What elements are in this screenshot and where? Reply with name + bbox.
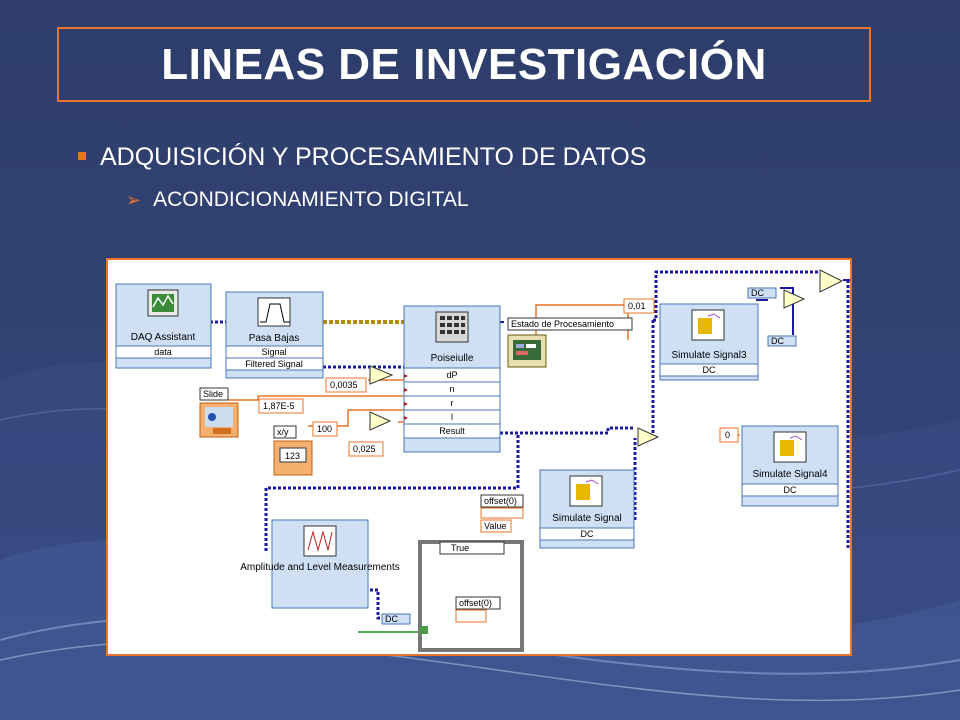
poiseuille-term-r: r [451, 398, 454, 408]
sim3-mode: DC [703, 365, 716, 375]
estado-procesamiento-indicator[interactable]: Estado de Procesamiento [507, 317, 633, 368]
square-bullet-icon [78, 152, 86, 161]
title-box: LINEAS DE INVESTIGACIÓN [57, 27, 871, 102]
simulate-signal3-block[interactable]: Simulate Signal3 DC [659, 303, 759, 381]
slide-label: Slide [203, 389, 223, 399]
simulate-signal-block[interactable]: Simulate Signal DC offset(0) Value [480, 469, 635, 549]
estado-label: Estado de Procesamiento [511, 319, 614, 329]
dc-tags: DC DC DC [381, 287, 797, 625]
case-structure[interactable]: True offset(0) [418, 540, 524, 652]
lowpass-filter-block[interactable]: Pasa Bajas Signal Filtered Signal [225, 291, 324, 379]
sim-mode: DC [581, 529, 594, 539]
block-diagram-frame: DAQ Assistant data Pasa Bajas Signal Fil… [106, 258, 852, 656]
sim4-title: Simulate Signal4 [752, 469, 827, 480]
lowpass-in2: Filtered Signal [245, 359, 303, 369]
arrow-bullet-icon: ➢ [126, 190, 142, 210]
amplitude-level-block[interactable]: Amplitude and Level Measurements [240, 519, 400, 609]
case-offset-label: offset(0) [459, 598, 492, 608]
simulate-signal4-block[interactable]: Simulate Signal4 DC [741, 425, 839, 507]
poiseuille-term-n: n [449, 384, 454, 394]
constant-0[interactable]: 0 [719, 427, 739, 443]
constant-100[interactable]: 100 [312, 421, 338, 437]
poiseuille-term-dp: dP [446, 370, 457, 380]
constant-0-0035[interactable]: 0,0035 [325, 377, 367, 393]
daq-output: data [154, 347, 172, 357]
constant-0-value: 0 [725, 430, 730, 440]
dc-tag-1: DC [751, 288, 764, 298]
slide-title: LINEAS DE INVESTIGACIÓN [161, 39, 767, 89]
bullet-level1: ADQUISICIÓN Y PROCESAMIENTO DE DATOS [78, 143, 646, 172]
dc-tag-2: DC [771, 336, 784, 346]
bullet-level2: ➢ ACONDICIONAMIENTO DIGITAL [126, 188, 469, 212]
labview-block-diagram: DAQ Assistant data Pasa Bajas Signal Fil… [115, 269, 850, 652]
xy-value: 123 [285, 451, 300, 461]
constant-0-025-value: 0,025 [353, 444, 376, 454]
bullet-level2-text: ACONDICIONAMIENTO DIGITAL [153, 188, 469, 211]
daq-title: DAQ Assistant [131, 332, 196, 343]
lowpass-in1: Signal [261, 347, 286, 357]
constant-1-87e-5-value: 1,87E-5 [263, 401, 295, 411]
bullet-level1-text: ADQUISICIÓN Y PROCESAMIENTO DE DATOS [100, 143, 647, 171]
daq-assistant-block[interactable]: DAQ Assistant data [115, 283, 212, 369]
constant-0-0035-value: 0,0035 [330, 380, 358, 390]
sim-title: Simulate Signal [552, 513, 621, 524]
constant-0-025[interactable]: 0,025 [348, 441, 384, 457]
poiseuille-term-l: l [451, 412, 453, 422]
constant-1-87e-5[interactable]: 1,87E-5 [258, 398, 304, 414]
xy-indicator[interactable]: x/y 123 [273, 425, 313, 476]
sim3-title: Simulate Signal3 [671, 350, 746, 361]
operator-nodes [369, 269, 844, 447]
poiseuille-term-result: Result [439, 426, 465, 436]
sim4-mode: DC [784, 485, 797, 495]
slide-control[interactable]: Slide [199, 387, 239, 438]
lowpass-title: Pasa Bajas [249, 333, 300, 344]
constant-0-01[interactable]: 0,01 [623, 298, 655, 314]
case-selector: True [451, 543, 469, 553]
constant-0-01-value: 0,01 [628, 301, 646, 311]
dc-tag-3: DC [385, 614, 398, 624]
poiseuille-block[interactable]: Poiseiulle dP n r l Result [403, 305, 501, 453]
sim-value-label: Value [484, 521, 506, 531]
xy-label: x/y [277, 427, 289, 437]
constant-100-value: 100 [317, 424, 332, 434]
poiseuille-title: Poiseiulle [431, 353, 474, 364]
amplitude-title: Amplitude and Level Measurements [240, 562, 400, 573]
sim-offset-label: offset(0) [484, 496, 517, 506]
